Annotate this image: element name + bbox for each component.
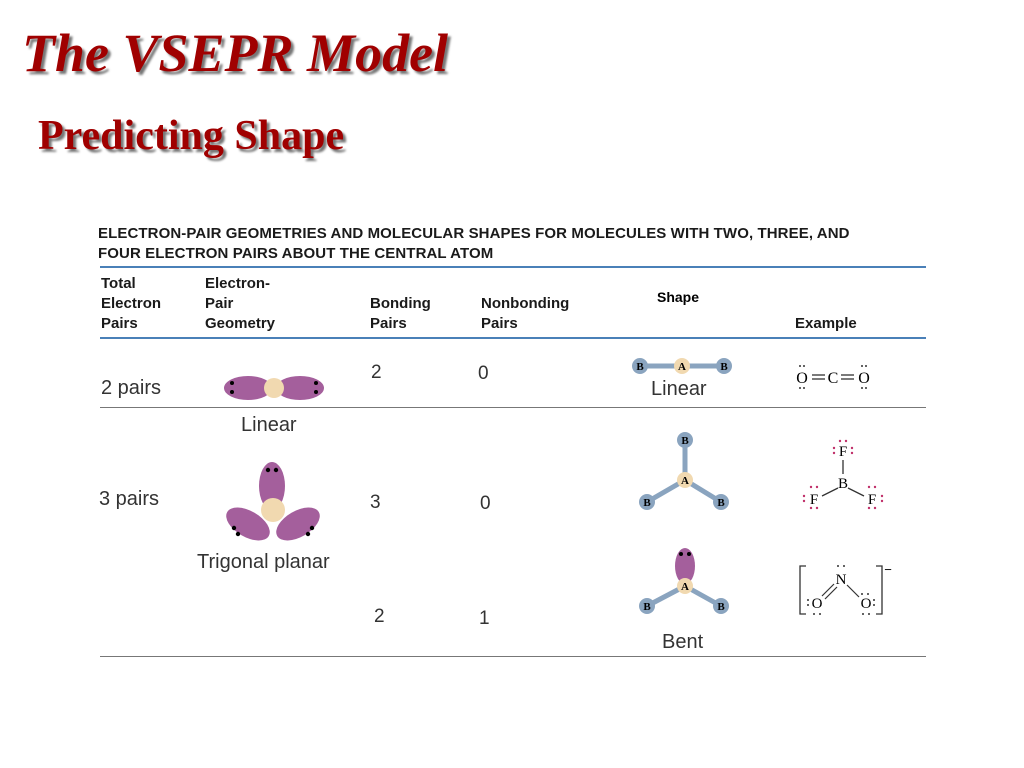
bf3-lewis-structure: F B F F (802, 439, 884, 510)
carbon-atom: C (828, 370, 839, 387)
oxygen-atom: O (812, 596, 823, 612)
table-bottom-rule (100, 656, 926, 657)
table-caption: ELECTRON-PAIR GEOMETRIES AND MOLECULAR S… (98, 225, 850, 262)
geometry-label: Trigonal planar (197, 551, 330, 573)
nitrogen-atom: N (836, 572, 847, 588)
trigonal-planar-shape-model: B B B A (639, 432, 729, 510)
no2-lewis-structure: − N O O (799, 562, 892, 615)
oxygen-atom: O (861, 596, 872, 612)
slide-subtitle: Predicting Shape (38, 113, 345, 159)
outer-atom-label: B (636, 361, 644, 373)
row-divider (100, 407, 926, 408)
fluorine-atom: F (868, 492, 876, 508)
bonding-pairs-value: 2 (371, 362, 382, 383)
oxygen-atom: O (858, 370, 870, 387)
fluorine-atom: F (810, 492, 818, 508)
outer-atom-label: B (717, 497, 725, 509)
bonding-pairs-value: 2 (374, 606, 385, 627)
nonbonding-pairs-value: 1 (479, 608, 490, 629)
nonbonding-pairs-value: 0 (478, 363, 489, 384)
header-bonding-pairs: Bonding Pairs (370, 295, 431, 332)
outer-atom-label: B (643, 497, 651, 509)
central-atom-label: A (681, 581, 689, 593)
header-electron-pair-geometry: Electron- Pair Geometry (205, 275, 276, 332)
header-bottom-rule (100, 337, 926, 339)
slide-title: The VSEPR Model (22, 23, 449, 83)
outer-atom-label: B (717, 601, 725, 613)
linear-geometry-model (224, 376, 324, 400)
co2-lewis-structure: O C O (796, 365, 870, 389)
oxygen-atom: O (796, 370, 808, 387)
outer-atom-label: B (681, 435, 689, 447)
central-atom-label: A (681, 475, 689, 487)
linear-shape-model: B B A (632, 358, 732, 374)
bent-shape-model: B B A (639, 548, 729, 614)
total-pairs-label: 3 pairs (99, 488, 160, 510)
outer-atom-label: B (643, 601, 651, 613)
fluorine-atom: F (839, 444, 847, 460)
charge-sign: − (884, 562, 892, 577)
trigonal-planar-geometry-model (226, 462, 320, 541)
outer-atom-label: B (720, 361, 728, 373)
nonbonding-pairs-value: 0 (480, 493, 491, 514)
boron-atom: B (838, 476, 848, 492)
header-shape: Shape (657, 289, 700, 305)
total-pairs-label: 2 pairs (101, 377, 162, 399)
shape-label: Linear (651, 378, 707, 400)
central-atom-label: A (678, 361, 686, 373)
header-example: Example (795, 315, 857, 332)
table-top-rule (100, 266, 926, 268)
header-nonbonding-pairs: Nonbonding Pairs (481, 295, 570, 332)
shape-label: Bent (662, 631, 704, 653)
geometry-label: Linear (241, 414, 297, 436)
bonding-pairs-value: 3 (370, 492, 381, 513)
header-total-pairs: Total Electron Pairs (101, 275, 162, 332)
